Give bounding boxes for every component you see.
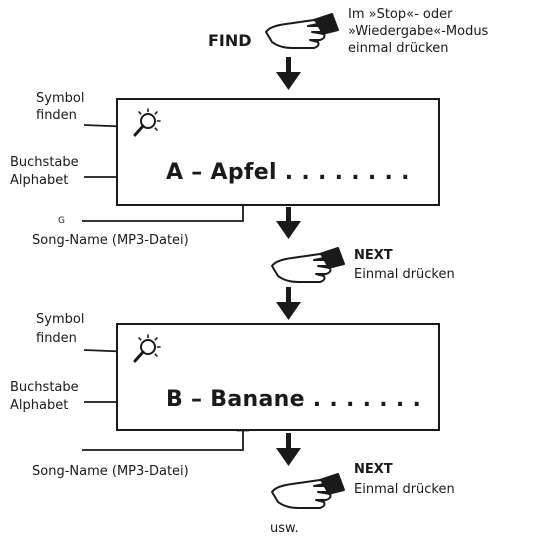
pointing-hand-icon-2 [271,247,345,283]
symbol-label-line-2: finden [36,108,77,123]
letter-label-2-line-2: Alphabet [10,398,69,413]
pointing-hand-icon-3 [271,473,345,509]
flow-arrow-3 [276,287,301,320]
pointing-hand-icon [265,13,339,49]
flow-arrow-4 [276,433,301,466]
find-button-label: FIND [208,31,252,50]
lcd-display-2 [116,323,440,431]
search-icon [133,108,161,137]
flow-arrow-2 [276,207,301,239]
flow-arrow-1 [276,57,301,90]
lcd-display-1 [116,98,440,206]
letter-label-line-2: Alphabet [10,173,69,188]
next-instruction-2: Einmal drücken [354,482,455,497]
next-button-label-1: NEXT [354,248,393,263]
symbol-label-2-line-2: finden [36,331,77,346]
symbol-label-line-1: Symbol [36,91,85,106]
song-marker: G [58,216,65,226]
find-instruction-line-1: Im »Stop«- oder [348,7,453,22]
next-instruction-1: Einmal drücken [354,267,455,282]
next-button-label-2: NEXT [354,462,393,477]
footer-usw: usw. [270,521,299,536]
find-instruction-line-2: »Wiedergabe«-Modus [348,24,489,39]
find-instruction-line-3: einmal drücken [348,41,449,56]
symbol-label-2-line-1: Symbol [36,312,85,327]
search-icon-2 [133,334,161,363]
letter-label-2-line-1: Buchstabe [10,380,79,395]
display-1-text: A – Apfel . . . . . . . . [166,160,410,185]
song-name-label-2: Song-Name (MP3-Datei) [32,464,189,479]
display-2-text: B – Banane . . . . . . . [166,387,422,412]
song-name-label-1: Song-Name (MP3-Datei) [32,233,189,248]
letter-label-line-1: Buchstabe [10,155,79,170]
